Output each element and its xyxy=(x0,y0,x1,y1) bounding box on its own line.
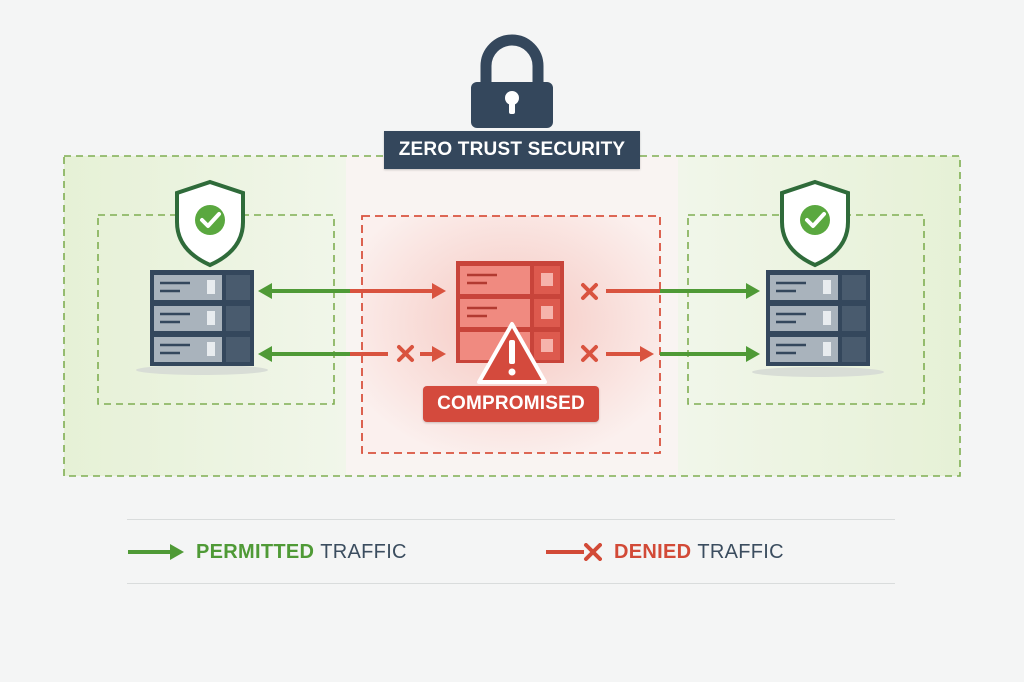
compromised-badge: COMPROMISED xyxy=(423,386,599,422)
left-shield-check-icon xyxy=(175,179,245,268)
denied-x-mark-icon-right-bottom xyxy=(581,345,598,362)
denied-x-mark-icon-right-top xyxy=(581,283,598,300)
legend-denied-traffic: DENIED TRAFFIC xyxy=(546,538,784,566)
permitted-arrow-center-to-right-top xyxy=(606,283,760,299)
right-segment-boundary xyxy=(687,214,925,405)
lock-icon xyxy=(471,34,553,128)
right-server-rack-icon xyxy=(752,270,884,377)
compromised-segment-boundary xyxy=(361,215,661,454)
denied-arrow-center-to-right-bottom xyxy=(606,346,760,362)
title-banner: ZERO TRUST SECURITY xyxy=(384,131,640,169)
legend-permitted-traffic-label: TRAFFIC xyxy=(320,540,407,563)
permitted-arrow-icon xyxy=(128,544,184,560)
legend-permitted-label: PERMITTED xyxy=(196,540,315,563)
right-shield-check-icon xyxy=(780,179,850,268)
left-segment-boundary xyxy=(97,214,335,405)
legend-denied-label: DENIED xyxy=(614,540,692,563)
legend-denied-traffic-label: TRAFFIC xyxy=(697,540,784,563)
legend-permitted-traffic: PERMITTED TRAFFIC xyxy=(128,538,407,566)
denied-x-mark-icon xyxy=(546,543,602,561)
legend-bottom-divider xyxy=(127,583,895,584)
permitted-arrow-left-to-center-top xyxy=(258,283,446,299)
legend-top-divider xyxy=(127,519,895,520)
warning-triangle-icon xyxy=(477,322,547,384)
left-server-rack-icon xyxy=(136,270,268,375)
denied-arrow-to-center-bottom xyxy=(420,346,446,362)
denied-x-mark-icon-left-bottom xyxy=(397,345,414,362)
permitted-arrow-left-bottom xyxy=(258,346,388,362)
